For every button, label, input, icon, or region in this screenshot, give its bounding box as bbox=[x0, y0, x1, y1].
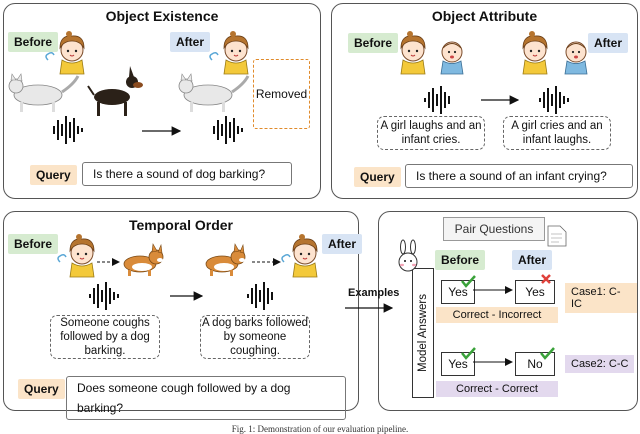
query-tag: Query bbox=[354, 167, 401, 187]
model-answers-label: Model Answers bbox=[412, 268, 434, 398]
examples-label: Examples bbox=[348, 287, 400, 299]
caption-after: A girl cries and an infant laughs. bbox=[503, 116, 611, 150]
before-tag: Before bbox=[8, 234, 59, 254]
case1-result: Correct - Incorrect bbox=[436, 307, 558, 323]
after-tag: After bbox=[322, 234, 363, 254]
query-box: Does someone cough followed by a dog bar… bbox=[66, 376, 346, 420]
query-tag: Query bbox=[18, 379, 65, 399]
before-tag: Before bbox=[348, 33, 399, 53]
model-answers-panel: Pair Questions Model Answers Before Afte… bbox=[378, 211, 638, 411]
model-answers-text: Model Answers bbox=[417, 294, 429, 372]
after-tag: After bbox=[512, 250, 553, 270]
case1-label: Case1: C-IC bbox=[565, 283, 637, 313]
case1-before-answer: Yes bbox=[441, 280, 475, 304]
before-tag: Before bbox=[435, 250, 486, 270]
caption-after: A dog barks followed by someone coughing… bbox=[200, 315, 310, 359]
object-attribute-panel: Object Attribute Before After A girl lau… bbox=[331, 3, 638, 199]
after-tag: After bbox=[170, 32, 211, 52]
case2-label: Case2: C-C bbox=[565, 355, 635, 373]
figure-caption: Fig. 1: Demonstration of our evaluation … bbox=[231, 424, 409, 434]
case2-after-answer: No bbox=[515, 352, 555, 376]
query-box: Is there a sound of dog barking? bbox=[82, 162, 292, 186]
panel-title: Object Attribute bbox=[431, 8, 538, 24]
temporal-order-panel: Temporal Order Before After Someone coug… bbox=[3, 211, 363, 420]
removed-box: Removed bbox=[253, 59, 310, 129]
case1-after-answer: Yes bbox=[515, 280, 555, 304]
after-tag: After bbox=[588, 33, 629, 53]
caption-before: A girl laughs and an infant cries. bbox=[377, 116, 485, 150]
query-box: Is there a sound of an infant crying? bbox=[405, 164, 633, 188]
query-tag: Query bbox=[30, 165, 77, 185]
case2-result: Correct - Correct bbox=[436, 381, 558, 397]
caption-before: Someone coughs followed by a dog barking… bbox=[50, 315, 160, 359]
pair-questions-box: Pair Questions bbox=[443, 217, 545, 241]
case2-before-answer: Yes bbox=[441, 352, 475, 376]
before-tag: Before bbox=[8, 32, 59, 52]
panel-title: Temporal Order bbox=[129, 217, 233, 233]
object-existence-panel: Object Existence Before After Removed Qu… bbox=[3, 3, 321, 199]
panel-title: Object Existence bbox=[105, 8, 219, 24]
